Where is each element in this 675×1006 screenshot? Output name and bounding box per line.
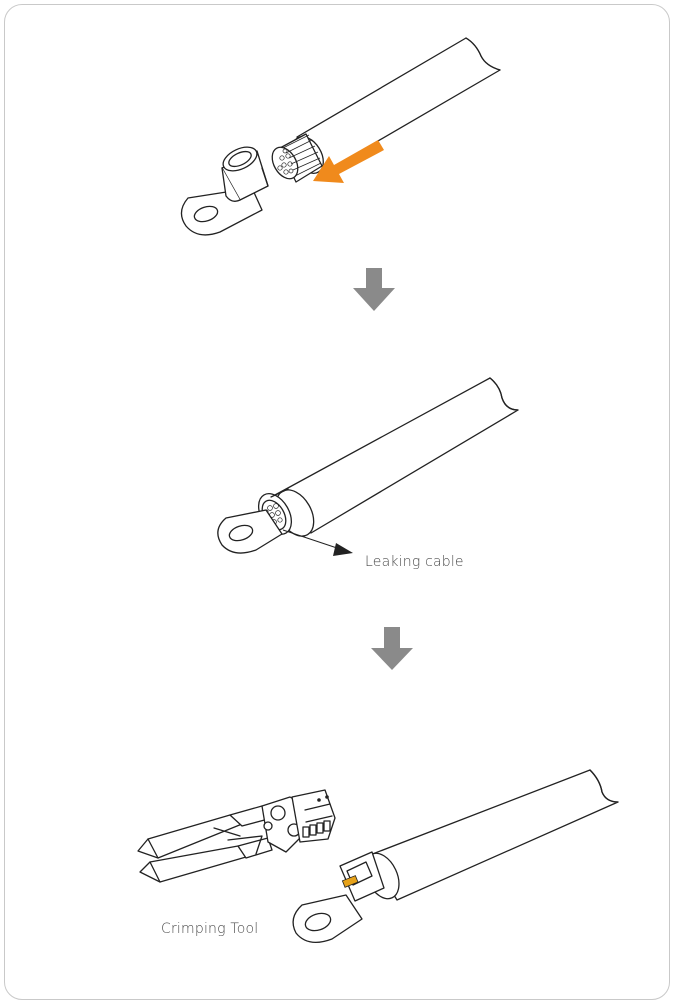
step3-illustration (138, 770, 618, 942)
crimping-tool-label: Crimping Tool (161, 921, 258, 937)
step1-illustration (181, 38, 500, 235)
step2-illustration (218, 378, 518, 556)
cable-icon (267, 38, 500, 183)
down-arrow-icon (371, 627, 413, 670)
cable-icon (252, 378, 518, 543)
leaking-cable-label: Leaking cable (365, 554, 464, 570)
ring-terminal-icon (293, 852, 384, 942)
cable-icon (358, 770, 618, 904)
ring-terminal-icon (181, 142, 268, 235)
crimping-tool-icon (138, 790, 335, 882)
down-arrow-icon (353, 268, 395, 311)
